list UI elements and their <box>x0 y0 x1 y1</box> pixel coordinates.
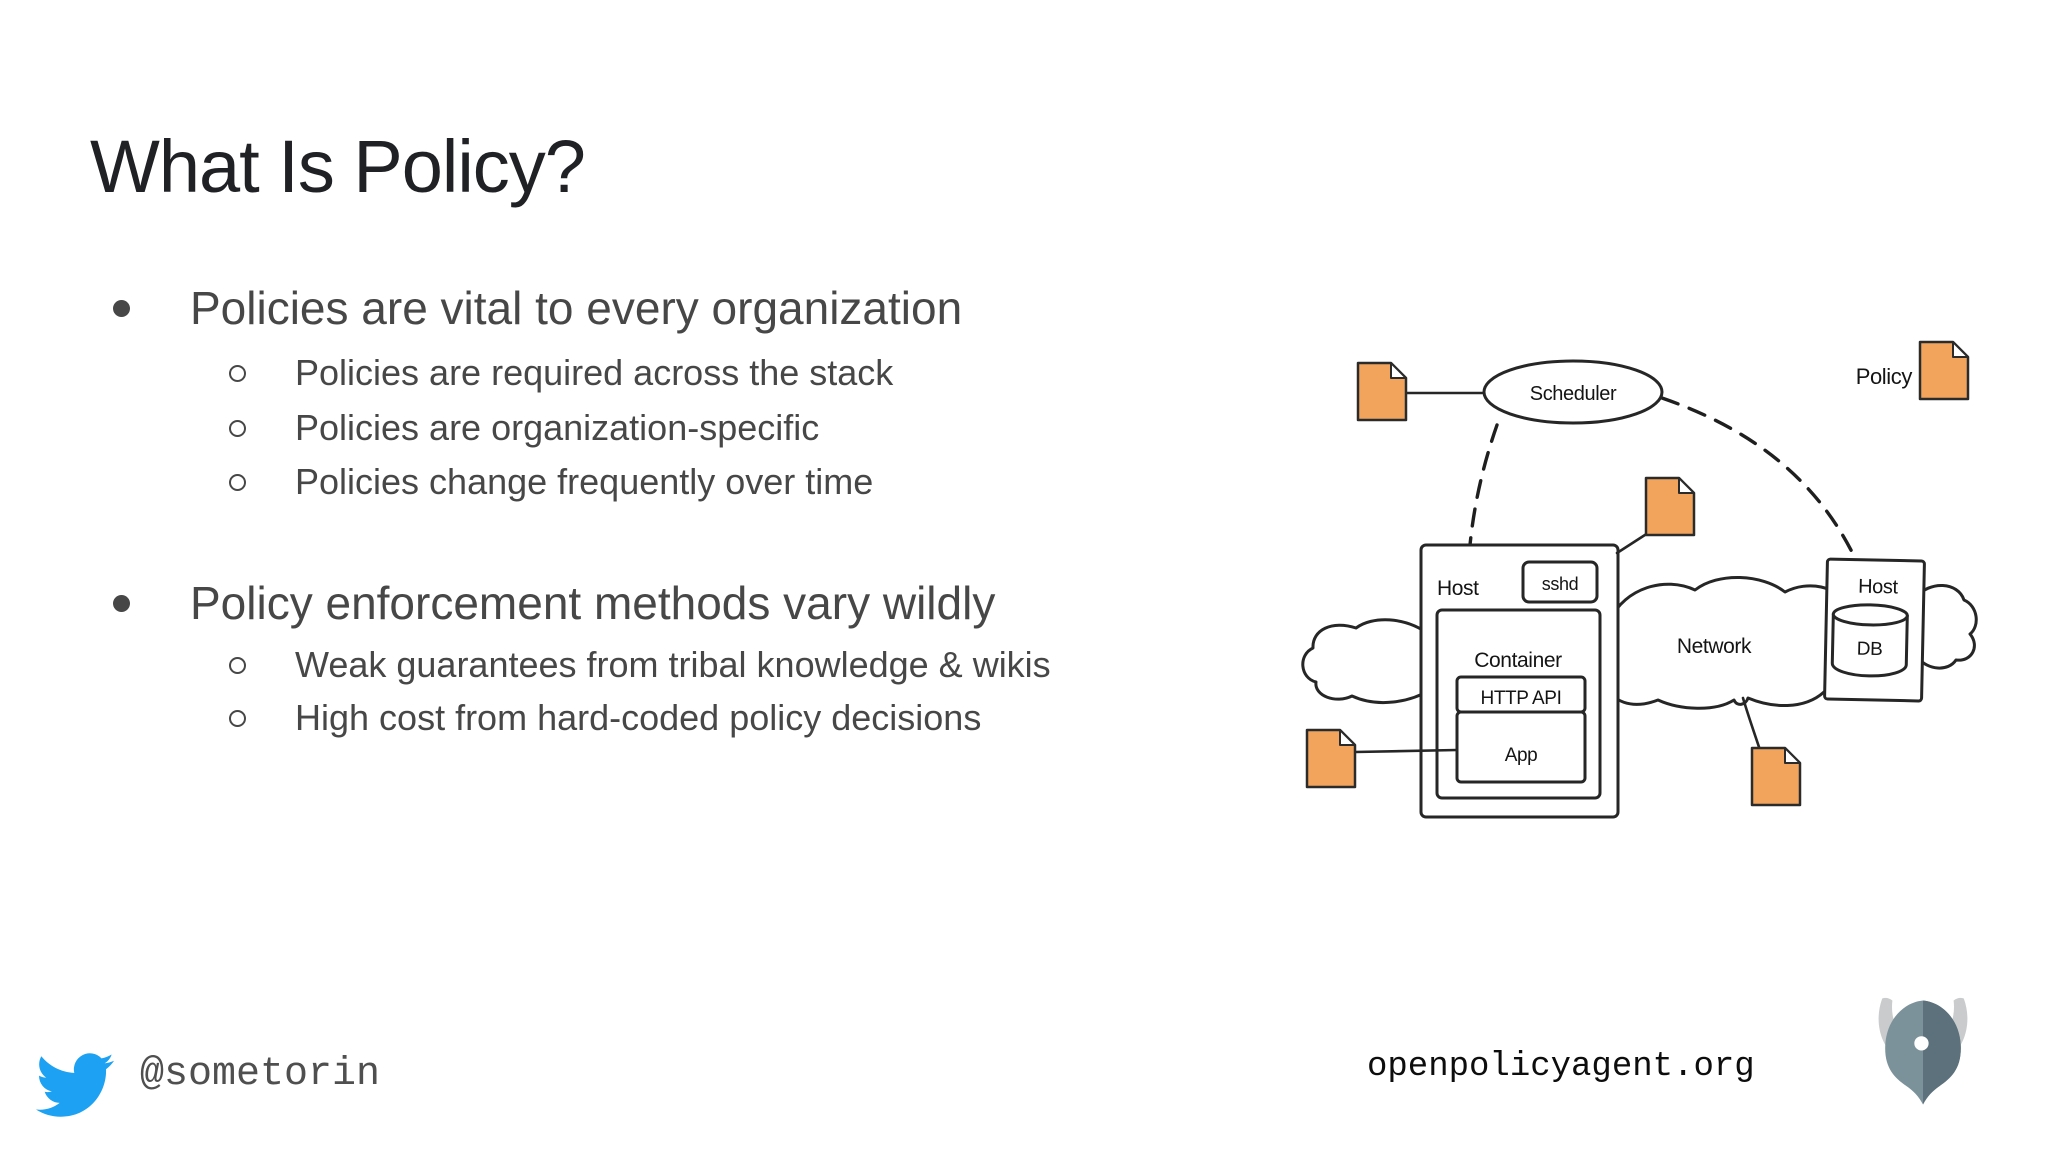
scheduler-label: Scheduler <box>1530 383 1617 405</box>
host-left-label: Host <box>1437 577 1479 600</box>
sub-bullet-circle-icon <box>229 709 246 727</box>
sub-bullet-text: Weak guarantees from tribal knowledge & … <box>295 644 1051 685</box>
note-to-container-line <box>1615 531 1650 555</box>
bullet-text: Policies are vital to every organization <box>190 282 963 334</box>
app-box <box>1455 710 1587 784</box>
sub-bullet-item: Weak guarantees from tribal knowledge & … <box>229 643 1051 687</box>
sub-bullet-item: Policies change frequently over time <box>229 460 873 504</box>
bullet-dot-icon <box>113 299 130 317</box>
host-left-box: Host sshd Container HTTP API App <box>1419 543 1620 819</box>
sub-bullet-text: Policies are required across the stack <box>295 352 894 393</box>
bullet-item: Policies are vital to every organization <box>113 282 962 334</box>
logo-eye <box>1914 1036 1929 1051</box>
bullet-item: Policy enforcement methods vary wildly <box>113 577 995 629</box>
architecture-diagram: Host sshd Container HTTP API App Network… <box>1301 340 1978 819</box>
website-link[interactable]: openpolicyagent.org <box>1367 1048 1755 1086</box>
network-cloud <box>1301 575 1978 710</box>
policy-note-icon <box>1305 728 1357 789</box>
db-cylinder: DB <box>1830 603 1909 678</box>
db-label: DB <box>1857 639 1883 661</box>
sub-bullet-circle-icon <box>229 656 246 674</box>
policy-note-icon <box>1644 476 1696 537</box>
policy-note-caption: Policy <box>1856 364 1913 389</box>
twitter-bird-icon <box>36 1053 114 1117</box>
opa-helmet-logo-icon <box>1878 997 1968 1105</box>
sshd-label: sshd <box>1542 574 1578 594</box>
sub-bullet-item: High cost from hard-coded policy decisio… <box>229 696 981 740</box>
http-api-label: HTTP API <box>1481 688 1562 709</box>
sub-bullet-circle-icon <box>229 364 246 382</box>
sub-bullet-circle-icon <box>229 419 246 437</box>
sub-bullet-item: Policies are organization-specific <box>229 406 819 450</box>
note-to-app-line <box>1353 748 1459 754</box>
policy-note-icon <box>1918 340 1970 401</box>
sub-bullet-item: Policies are required across the stack <box>229 351 893 395</box>
bullet-dot-icon <box>113 594 130 612</box>
scheduler-node: Scheduler <box>1482 359 1664 425</box>
bullet-text: Policy enforcement methods vary wildly <box>190 577 996 629</box>
app-label: App <box>1505 745 1538 766</box>
page-title: What Is Policy? <box>90 125 586 208</box>
sub-bullet-text: High cost from hard-coded policy decisio… <box>295 697 982 738</box>
scheduler-to-db-host-dashed-line <box>1660 396 1854 554</box>
sub-bullet-text: Policies change frequently over time <box>295 461 874 502</box>
host-right-box: Host DB <box>1823 557 1926 703</box>
sub-bullet-text: Policies are organization-specific <box>295 407 820 448</box>
host-right-label: Host <box>1858 576 1899 599</box>
policy-note-icon <box>1750 746 1802 807</box>
twitter-handle-link[interactable]: @sometorin <box>140 1052 381 1097</box>
sshd-box <box>1521 560 1599 604</box>
network-label: Network <box>1677 635 1752 658</box>
policy-note-icon <box>1356 361 1408 422</box>
sub-bullet-circle-icon <box>229 473 246 491</box>
scheduler-to-host-dashed-line <box>1468 423 1499 547</box>
container-label: Container <box>1474 649 1562 672</box>
network-to-note-line <box>1741 696 1762 752</box>
